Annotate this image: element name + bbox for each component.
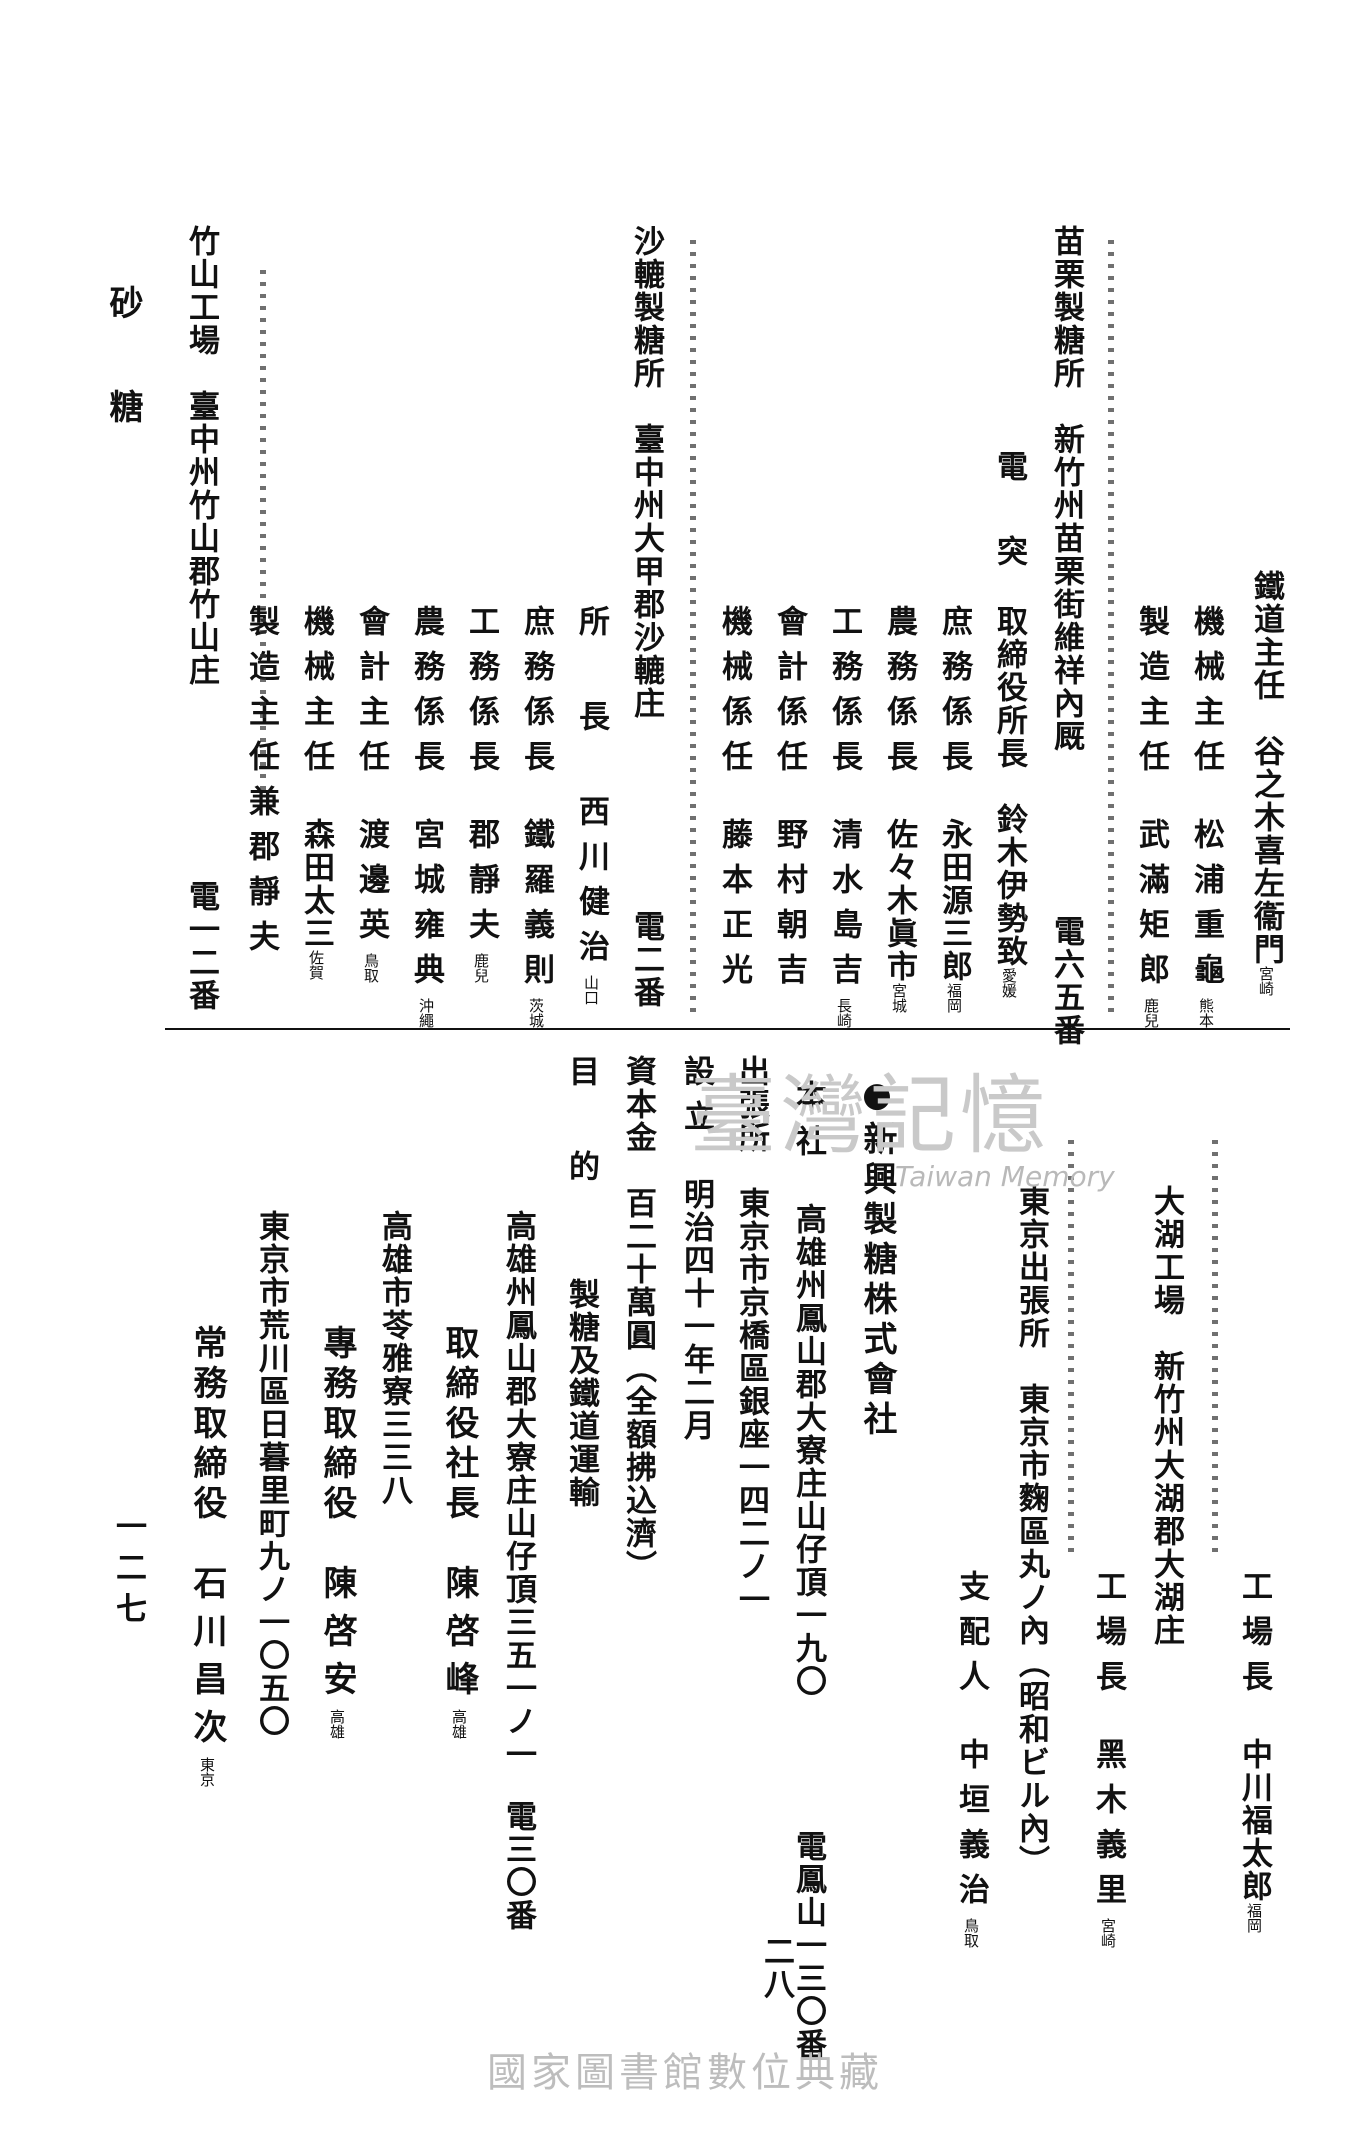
section-title: 苗栗製糖所 bbox=[1048, 225, 1084, 390]
miaoli-dir-no: 突 bbox=[991, 535, 1027, 568]
dahu-staff-0: 工場長 黑木義里宮崎 bbox=[1090, 1570, 1126, 1948]
miaoli-staff-3: 工務係長 清水島吉長崎 bbox=[826, 605, 862, 1028]
salu-staff-4: 會計主任 渡邊英鳥取 bbox=[353, 605, 389, 983]
staff-row-kikai: 機械主任 松浦重龜熊本 bbox=[1188, 605, 1224, 1028]
zhushan-phone: 電一二番 bbox=[183, 880, 219, 1012]
addr-managing: 高雄市苓雅寮三三八 bbox=[376, 1210, 412, 1507]
miaoli-tel-mark: 電 bbox=[991, 450, 1027, 483]
zhushan-header: 竹山工場 臺中州竹山郡竹山庄 bbox=[183, 225, 219, 687]
staff-role: 鐵道主任 bbox=[1248, 570, 1284, 702]
company-hq-phone: 電鳳山一三〇番 bbox=[790, 1830, 826, 2061]
miaoli-staff-5: 機械係任 藤本正光 bbox=[716, 605, 752, 998]
tel-small: 電 bbox=[991, 450, 1027, 483]
tokyo-office-header: 東京出張所 東京市麴區丸ノ內（昭和ビル內） bbox=[1013, 1185, 1049, 1878]
company-capital: 資本金 百二十萬圓（全額拂込濟） bbox=[620, 1055, 656, 1583]
miaoli-staff-1: 庶務係長 永田源三郎福岡 bbox=[936, 605, 972, 1013]
miaoli-staff-0: 取締役所長 鈴木伊勢致愛媛 bbox=[991, 605, 1027, 998]
staff-name: 武滿矩郎 bbox=[1133, 818, 1169, 998]
staff-row-tetsudo: 鐵道主任 谷之木喜左衞門宮崎 bbox=[1248, 570, 1284, 996]
footer-credit: 國家圖書館數位典藏 bbox=[487, 2050, 883, 2096]
tokyo-office-staff-0: 支配人 中垣義治鳥取 bbox=[953, 1570, 989, 1948]
divider bbox=[1212, 1140, 1218, 1560]
staff-origin: 鹿兒 bbox=[1142, 998, 1160, 1028]
salu-phone: 電二番 bbox=[628, 910, 664, 1009]
dahu-header: 大湖工場 新竹州大湖郡大湖庄 bbox=[1148, 1185, 1184, 1647]
lower-staff-kojocho: 工場長 中川福太郎福岡 bbox=[1236, 1570, 1272, 1933]
managing-director: 專務取締役 陳啓安高雄 bbox=[317, 1325, 357, 1739]
staff-row-seizo: 製造主任 武滿矩郎鹿兒 bbox=[1133, 605, 1169, 1028]
divider bbox=[260, 270, 266, 790]
company-founded: 設立 明治四十一年二月 bbox=[678, 1055, 714, 1442]
executive-director: 常務取締役 石川昌次東京 bbox=[187, 1325, 227, 1787]
watermark-logo: 臺灣記憶 bbox=[690, 1066, 1050, 1166]
company-name: ●新興製糖株式會社 bbox=[857, 1075, 897, 1441]
addr-president-phone: 電三〇番 bbox=[500, 1800, 536, 1932]
company-branch: 出張所 東京市京橋區銀座一四二ノ一 bbox=[733, 1055, 769, 1616]
section-address: 新竹州苗栗街維祥內厩 bbox=[1048, 423, 1084, 753]
staff-origin: 熊本 bbox=[1197, 998, 1215, 1028]
divider bbox=[1068, 1140, 1074, 1560]
salu-staff-1: 庶務係長 鐵羅義則茨城 bbox=[518, 605, 554, 1028]
miaoli-staff-4: 會計係任 野村朝吉 bbox=[771, 605, 807, 998]
miaoli-staff-2: 農務係長 佐々木眞市宮城 bbox=[881, 605, 917, 1013]
company-hq: 本社 高雄州鳳山郡大寮庄山仔頂一九〇 bbox=[790, 1080, 826, 1698]
salu-staff-3: 農務係長 宮城雍典沖繩 bbox=[408, 605, 444, 1028]
divider bbox=[1108, 240, 1114, 1020]
miaoli-header: 苗栗製糖所 新竹州苗栗街維祥內厩 bbox=[1048, 225, 1084, 753]
watermark-subtitle: Taiwan Memory bbox=[895, 1160, 1115, 1193]
staff-role: 機械主任 bbox=[1188, 605, 1224, 785]
section-rule bbox=[165, 1028, 1290, 1030]
miaoli-phone: 電六五番 bbox=[1048, 915, 1084, 1047]
page-number: 一二七 bbox=[110, 1510, 146, 1633]
staff-origin: 宮崎 bbox=[1257, 966, 1275, 996]
salu-header: 沙轆製糖所 臺中州大甲郡沙轆庄 bbox=[628, 225, 664, 720]
salu-staff-5: 機械主任 森田太三佐賀 bbox=[298, 605, 334, 980]
staff-name: 谷之木喜左衞門 bbox=[1248, 735, 1284, 966]
company-purpose: 目的 製糖及鐵道運輸 bbox=[563, 1055, 599, 1509]
staff-name: 松浦重龜 bbox=[1188, 818, 1224, 998]
divider bbox=[690, 240, 696, 1020]
addr-president: 高雄州鳳山郡大寮庄山仔頂三五一ノ一 bbox=[500, 1210, 536, 1771]
addr-ishikawa: 東京市荒川區日暮里町九ノ一〇五〇 bbox=[253, 1210, 289, 1738]
salu-staff-2: 工務係長 郡靜夫鹿兒 bbox=[463, 605, 499, 983]
staff-role: 製造主任 bbox=[1133, 605, 1169, 785]
company-hq-phone-2: 二八 bbox=[758, 1935, 794, 2001]
salu-staff-0: 所長西川健治山口 bbox=[573, 605, 609, 1005]
president: 取締役社長 陳啓峰高雄 bbox=[439, 1325, 479, 1739]
side-header: 砂糖 bbox=[103, 285, 143, 493]
